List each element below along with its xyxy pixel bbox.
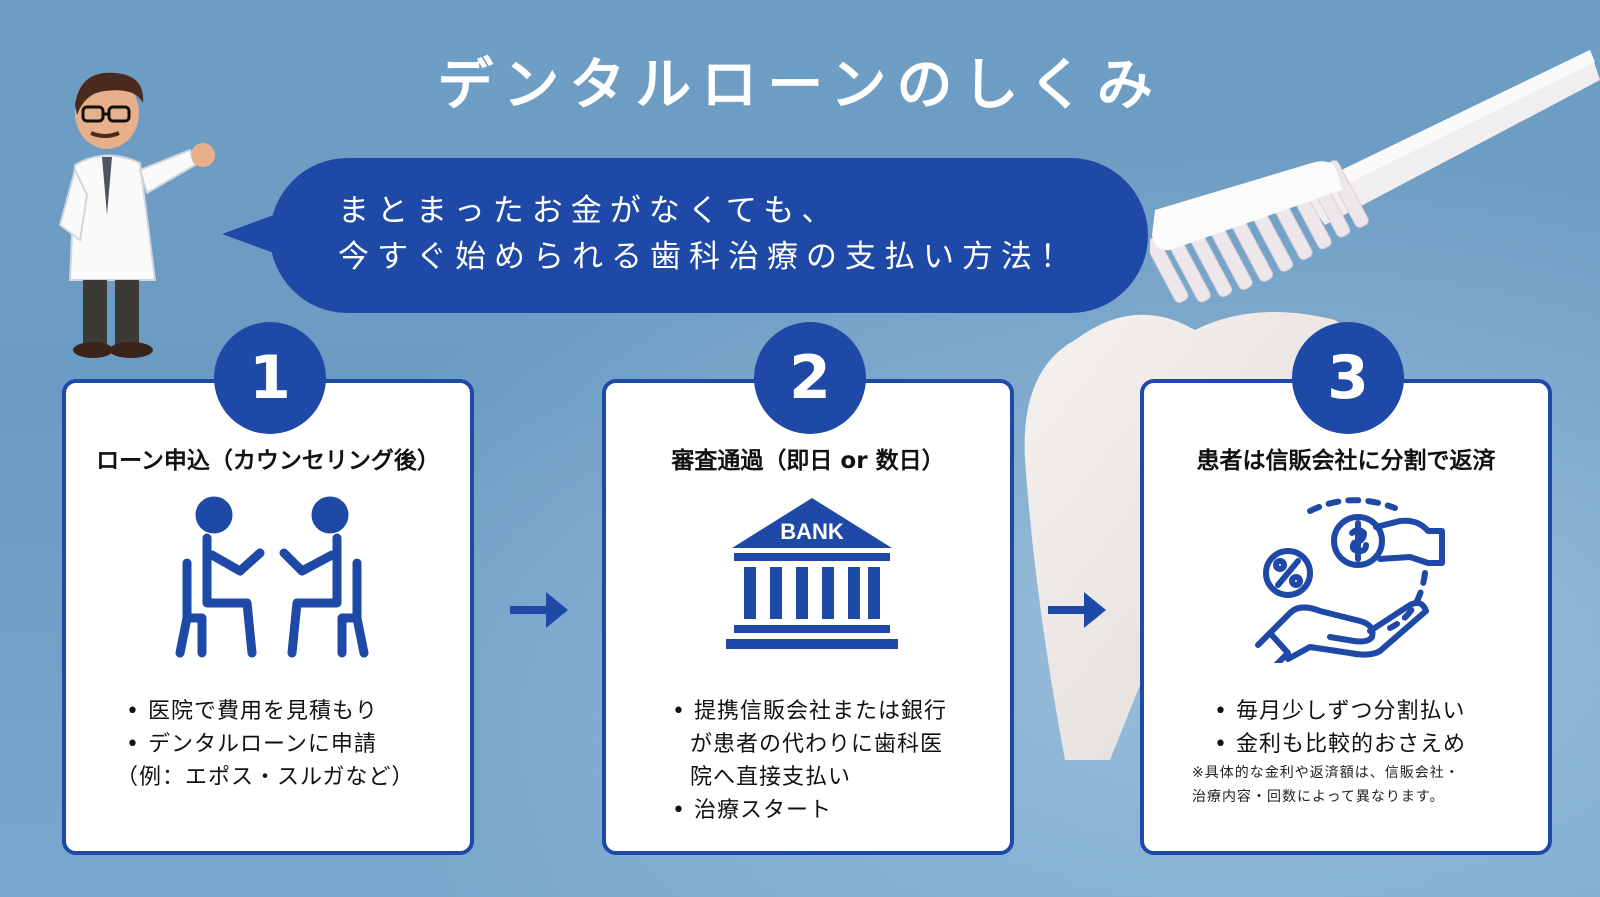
step-card-2: 審査通過（即日 or 数日） BANK • 提携信販会社または銀行 が患者の代わ… [602,379,1014,855]
arrow-right-icon [1048,592,1106,628]
installment-payment-icon [1255,497,1445,663]
speech-line-2: 今すぐ始められる歯科治療の支払い方法！ [338,239,1079,275]
bullet-extra: （例：エポス・スルガなど） [116,765,415,790]
bullet-item-cont: が患者の代わりに歯科医 [690,732,944,757]
toothbrush-illustration [1150,50,1600,303]
step-bullets: • 提携信販会社または銀行 が患者の代わりに歯科医 院へ直接支払い • 治療スタ… [606,695,1010,827]
bullet-item: • デンタルローンに申請 [126,732,377,757]
bullet-item-cont: 院へ直接支払い [690,765,852,790]
footnote: ※具体的な金利や返済額は、信販会社・ 治療内容・回数によって異なります。 [1192,761,1460,809]
step-bullets: • 医院で費用を見積もり • デンタルローンに申請 （例：エポス・スルガなど） [66,695,470,794]
bullet-item: • 提携信販会社または銀行 [672,699,947,724]
footnote-line-2: 治療内容・回数によって異なります。 [1192,789,1445,805]
bullet-item: • 金利も比較的おさえめ [1214,732,1466,757]
bank-icon: BANK [726,498,898,649]
speech-line-1: まとまったお金がなくても、 [338,193,841,229]
step-card-3: 患者は信販会社に分割で返済 • 毎月少しずつ分割払い • 金利も比較的おさえめ … [1140,379,1552,855]
page-title: デンタルローンのしくみ [437,53,1163,118]
arrow-right-icon [510,592,568,628]
step-bullets: • 毎月少しずつ分割払い • 金利も比較的おさえめ [1144,695,1548,761]
step-number-1: 1 [214,322,326,434]
step-card-1: ローン申込（カウンセリング後） • 医院で費用を見積もり • デンタルローンに申… [62,379,474,855]
footnote-line-1: ※具体的な金利や返済額は、信販会社・ [1192,765,1460,781]
bullet-item: • 医院で費用を見積もり [126,699,378,724]
step-number-2: 2 [754,322,866,434]
bullet-item: • 毎月少しずつ分割払い [1214,699,1466,724]
doctor-illustration [58,72,215,358]
step-title: 審査通過（即日 or 数日） [671,448,945,474]
step-number-3: 3 [1292,322,1404,434]
step-title: ローン申込（カウンセリング後） [96,448,440,474]
consultation-icon [175,496,369,658]
bullet-item: • 治療スタート [672,798,832,823]
speech-bubble [270,158,1148,313]
speech-bubble-text: まとまったお金がなくても、 今すぐ始められる歯科治療の支払い方法！ [338,188,1079,280]
step-title: 患者は信販会社に分割で返済 [1196,448,1496,474]
bank-icon-label: BANK [780,519,844,544]
